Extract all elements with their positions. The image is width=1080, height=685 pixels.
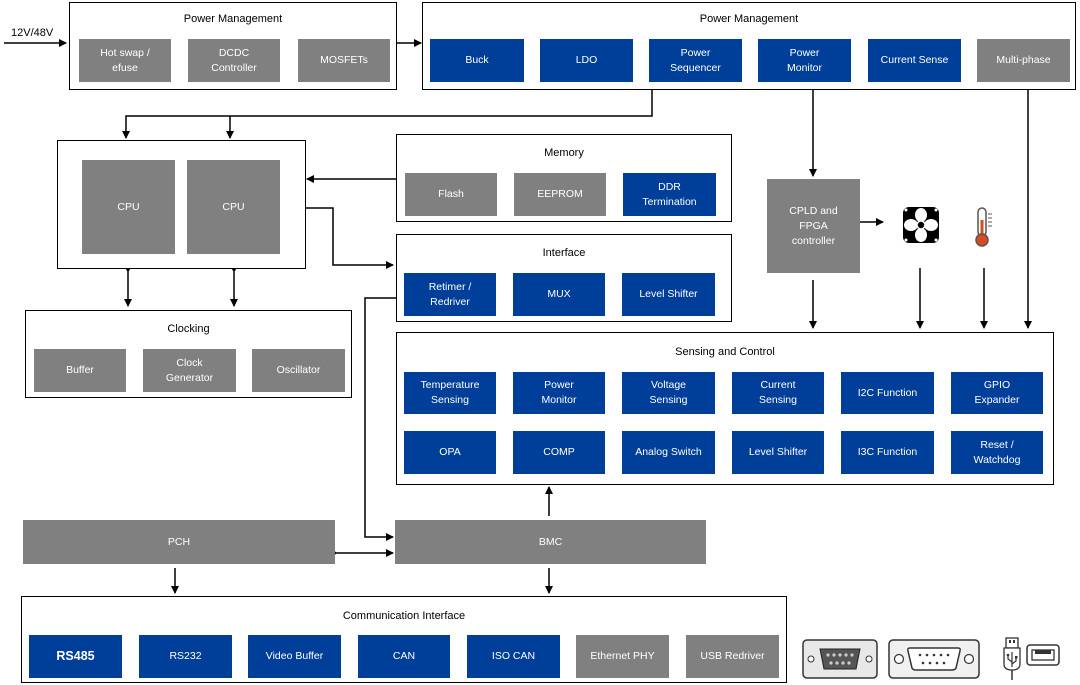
sequencer-to-cpu-arrow [122,90,653,139]
panel-title: Memory [544,147,584,159]
video-buffer-block: Video Buffer [248,635,341,678]
usb-redriver-block: USB Redriver [686,635,779,678]
power-monitor-block: Power Monitor [758,39,851,82]
fan-icon [903,207,939,243]
cpu-block-2: CPU [187,160,280,254]
panel-title: Interface [542,247,586,259]
opa-block: OPA [404,431,496,474]
analog-switch-block: Analog Switch [622,431,715,474]
power-sequencer-block: Power Sequencer [649,39,742,82]
usb-port-icon [1026,644,1060,666]
eeprom-block: EEPROM [514,173,606,216]
rs232-block: RS232 [139,635,232,678]
hotswap-efuse-block: Hot swap / efuse [79,39,171,82]
clock-generator-block: Clock Generator [143,349,236,392]
i2c-function-block: I2C Function [841,372,934,414]
panel-title: Clocking [167,323,210,335]
pch-block: PCH [23,520,335,564]
db9-connector-icon [802,639,878,679]
mosfets-block: MOSFETs [298,39,390,82]
usb-icon [1003,637,1021,680]
gpio-expander-block: GPIO Expander [951,372,1043,414]
thermometer-icon [975,207,992,247]
bmc-block: BMC [395,520,706,564]
buffer-block: Buffer [34,349,126,392]
flash-block: Flash [405,173,497,216]
cpld-fpga-controller-block: CPLD and FPGA controller [767,179,860,273]
ethernet-phy-block: Ethernet PHY [576,635,669,678]
voltage-sensing-block: Voltage Sensing [622,372,715,414]
level-shifter-interface-block: Level Shifter [622,273,715,316]
power-management-right-panel: Power Management [422,2,1076,90]
temperature-sensing-block: Temperature Sensing [404,372,496,414]
comp-block: COMP [513,431,605,474]
panel-title: Power Management [183,13,283,25]
cpu-block-1: CPU [82,160,175,254]
input-voltage-label: 12V/48V [11,27,54,39]
ldo-block: LDO [540,39,633,82]
retimer-redriver-block: Retimer / Redriver [404,273,496,316]
dcdc-controller-block: DCDC Controller [188,39,280,82]
buck-block: Buck [430,39,524,82]
rs485-block: RS485 [29,635,122,678]
interface-to-bmc-arrow [364,297,396,541]
can-block: CAN [358,635,450,678]
panel-title: Power Management [699,13,799,25]
level-shifter-sensing-block: Level Shifter [732,431,824,474]
multi-phase-block: Multi-phase [977,39,1070,82]
current-sensing-block: Current Sensing [732,372,824,414]
current-sense-block: Current Sense [868,39,961,82]
mux-block: MUX [513,273,605,316]
oscillator-block: Oscillator [252,349,345,392]
panel-title: Sensing and Control [675,346,775,358]
panel-title: Communication Interface [342,610,466,622]
cpu-to-interface-arrow [306,207,394,269]
serial-port-icon [888,639,980,679]
reset-watchdog-block: Reset / Watchdog [951,431,1043,474]
power-monitor-sensing-block: Power Monitor [513,372,605,414]
sensing-control-panel: Sensing and Control [396,332,1054,485]
iso-can-block: ISO CAN [467,635,560,678]
ddr-termination-block: DDR Termination [623,173,716,216]
i3c-function-block: I3C Function [841,431,934,474]
